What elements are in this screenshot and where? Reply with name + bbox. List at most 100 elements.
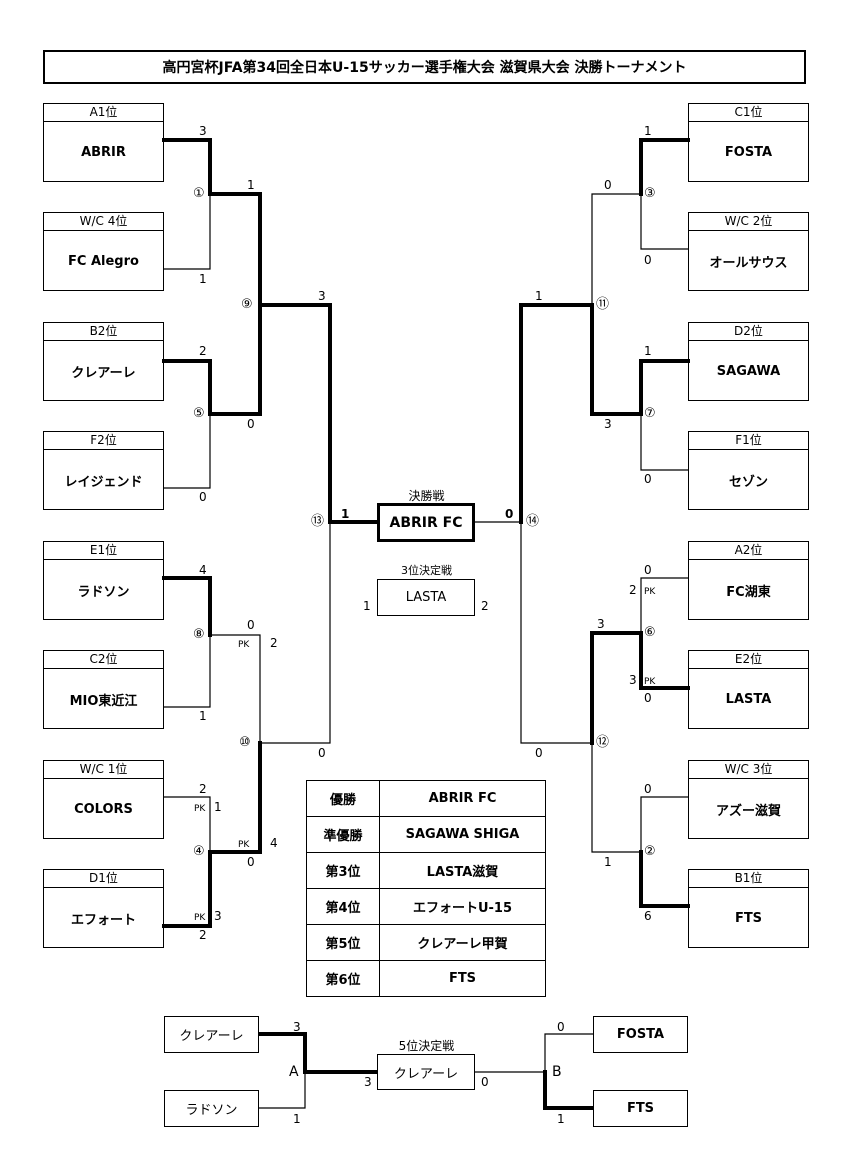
rank-label: 準優勝 [306,816,380,853]
team-seed: D2位 [689,323,808,341]
team-seed: C2位 [44,651,163,669]
score: 0 [247,618,255,632]
pk-label: PK [194,804,206,814]
team-seed: C1位 [689,104,808,122]
team-slot-left-6: C2位 MIO東近江 [43,650,164,729]
team-name: レイジェンド [64,474,143,490]
score: 3 [293,1020,301,1034]
team-seed: W/C 4位 [44,213,163,231]
team-seed: W/C 3位 [689,761,808,779]
rank-team: SAGAWA SHIGA [379,816,546,853]
team-name: FC湖東 [726,584,771,600]
score: 0 [604,178,612,192]
team-slot-right-8: B1位 FTS [688,869,809,948]
table-row: 第5位 クレアーレ甲賀 [306,924,546,961]
team-slot-right-4: F1位 セゾン [688,431,809,510]
team-seed: B2位 [44,323,163,341]
score: 1 [604,855,612,869]
team-slot-right-6: E2位 LASTA [688,650,809,729]
rank-team: エフォートU-15 [379,888,546,925]
match-number: ④ [193,844,205,859]
pk-label: PK [238,840,250,850]
score: 3 [364,1075,372,1089]
team-slot-left-1: A1位 ABRIR [43,103,164,182]
table-row: 準優勝 SAGAWA SHIGA [306,816,546,853]
score: 1 [644,124,652,138]
third-place-winner: LASTA [377,579,475,616]
score: 1 [293,1112,301,1126]
score: 1 [535,289,543,303]
score: 2 [629,583,637,597]
score: 2 [199,928,207,942]
team-seed: A1位 [44,104,163,122]
fifth-left-team-b: ラドソン [164,1090,259,1127]
score: 1 [644,344,652,358]
score: 1 [214,800,222,814]
fifth-place-label: 5位決定戦 [398,1039,455,1053]
score: 0 [318,746,326,760]
match-number: ② [644,844,656,859]
score: 0 [644,472,652,486]
group-label: B [552,1064,562,1080]
fifth-right-team-a: FOSTA [593,1016,688,1053]
team-name: オールサウス [709,255,788,271]
match-number: ⑦ [644,406,656,421]
fifth-place-winner: クレアーレ [377,1054,475,1090]
team-seed: W/C 2位 [689,213,808,231]
rank-label: 第4位 [306,888,380,925]
score: 0 [644,782,652,796]
team-slot-right-1: C1位 FOSTA [688,103,809,182]
team-slot-right-5: A2位 FC湖東 [688,541,809,620]
table-row: 第6位 FTS [306,960,546,997]
team-seed: W/C 1位 [44,761,163,779]
rank-team: FTS [379,960,546,997]
team-seed: E2位 [689,651,808,669]
team-seed: A2位 [689,542,808,560]
team-slot-left-8: D1位 エフォート [43,869,164,948]
team-slot-left-7: W/C 1位 COLORS [43,760,164,839]
pk-label: PK [644,677,656,687]
pk-label: PK [194,913,206,923]
team-seed: B1位 [689,870,808,888]
third-place-label: 3位決定戦 [401,564,452,577]
rank-label: 第5位 [306,924,380,961]
score: 0 [644,691,652,705]
rank-label: 優勝 [306,780,380,817]
team-slot-left-5: E1位 ラドソン [43,541,164,620]
score: 3 [318,289,326,303]
rank-team: クレアーレ甲賀 [379,924,546,961]
team-name: COLORS [74,801,133,817]
score: 0 [247,855,255,869]
score: 2 [199,782,207,796]
score: 3 [597,617,605,631]
score: 1 [247,178,255,192]
team-slot-left-3: B2位 クレアーレ [43,322,164,401]
score: 1 [199,709,207,723]
table-row: 第3位 LASTA滋賀 [306,852,546,889]
match-number: ⑭ [526,514,540,529]
team-name: クレアーレ [71,365,136,381]
team-name: FTS [734,910,763,926]
score: 1 [341,507,350,521]
match-number: ⑪ [596,297,610,312]
match-number: ⑫ [596,735,610,750]
team-slot-right-7: W/C 3位 アズー滋賀 [688,760,809,839]
fifth-right-team-b: FTS [593,1090,688,1127]
team-seed: E1位 [44,542,163,560]
match-number: ① [193,186,205,201]
team-seed: D1位 [44,870,163,888]
team-slot-right-3: D2位 SAGAWA [688,322,809,401]
pk-label: PK [238,640,250,650]
team-name: セゾン [728,474,768,490]
rank-label: 第6位 [306,960,380,997]
team-name: MIO東近江 [69,693,138,709]
score: 4 [270,836,278,850]
match-number: ⑧ [193,627,205,642]
score: 3 [214,909,222,923]
team-slot-left-2: W/C 4位 FC Alegro [43,212,164,291]
match-number: ③ [644,186,656,201]
team-name: SAGAWA [716,363,781,379]
ranking-table: 優勝 ABRIR FC 準優勝 SAGAWA SHIGA 第3位 LASTA滋賀… [306,780,546,997]
score: 0 [199,490,207,504]
